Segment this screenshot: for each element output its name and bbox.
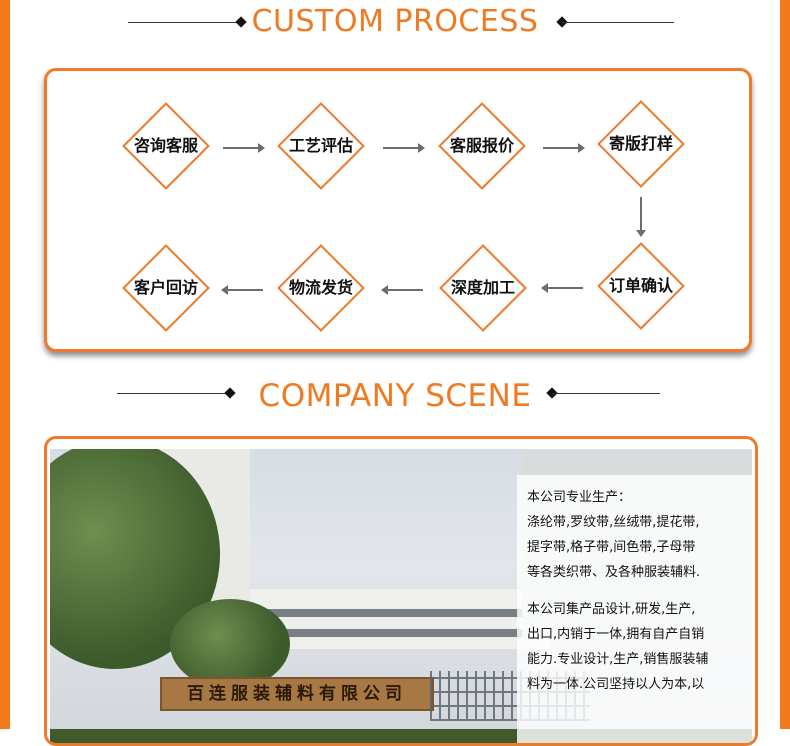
step-label: 深度加工 [450,278,515,297]
process-step-process: 深度加工 [438,243,528,333]
window-row [260,629,540,637]
arrow-left [381,285,423,295]
step-label: 客户回访 [133,278,198,297]
process-step-consult: 咨询客服 [121,101,211,191]
arrow-right [383,143,425,153]
heading-rule-left [128,22,240,23]
arrow-down [636,197,646,237]
intro-line: 提字带,格子带,间色带,子母带 [527,540,696,555]
intro-line: 等各类织带、及各种服装辅料. [527,565,701,580]
company-scene-panel: 百连服装辅料有限公司 本公司专业生产： 涤纶带,罗纹带,丝绒带,提花带, 提字带… [44,436,758,746]
window-row [260,609,540,617]
tree-mid [170,599,290,689]
heading-rule-left [117,393,229,394]
paragraph-gap [517,585,753,597]
section-title-scene: COMPANY SCENE [258,378,532,414]
step-label: 咨询客服 [133,136,198,155]
process-step-sample: 寄版打样 [596,99,686,189]
step-label: 物流发货 [288,278,353,297]
arrow-left [221,285,263,295]
intro-line: 涤纶带,罗纹带,丝绒带,提花带, [527,515,700,530]
company-sign: 百连服装辅料有限公司 [160,677,434,711]
left-orange-border [0,0,10,729]
company-intro-panel: 本公司专业生产： 涤纶带,罗纹带,丝绒带,提花带, 提字带,格子带,间色带,子母… [517,475,753,743]
intro-line: 料为一体.公司坚持以人为本,以 [527,677,705,692]
process-step-shipping: 物流发货 [276,243,366,333]
intro-line: 本公司专业生产： [527,490,632,505]
arrow-right [543,143,585,153]
section-title-process: CUSTOM PROCESS [251,4,539,39]
arrow-left [541,283,583,293]
step-label: 客服报价 [449,136,514,155]
intro-line: 本公司集产品设计,研发,生产, [527,602,696,617]
right-orange-border [780,0,790,729]
step-label: 工艺评估 [288,136,353,155]
company-sign-text: 百连服装辅料有限公司 [187,684,407,704]
intro-line: 出口,内销于一体,拥有自产自销 [527,627,705,642]
process-step-confirm: 订单确认 [596,241,686,331]
intro-line: 能力.专业设计,生产,销售服装辅 [527,652,709,667]
process-step-followup: 客户回访 [121,243,211,333]
process-step-evaluate: 工艺评估 [276,101,366,191]
factory-building-long [250,589,550,649]
step-label: 寄版打样 [608,134,673,153]
step-label: 订单确认 [608,276,673,295]
heading-rule-right [562,22,674,23]
process-step-quote: 客服报价 [437,101,527,191]
heading-rule-right [552,393,660,394]
process-panel: 咨询客服 工艺评估 客服报价 寄版打样 订单确认 深度加工 物流发货 客户回访 [44,68,752,352]
arrow-right [223,143,265,153]
